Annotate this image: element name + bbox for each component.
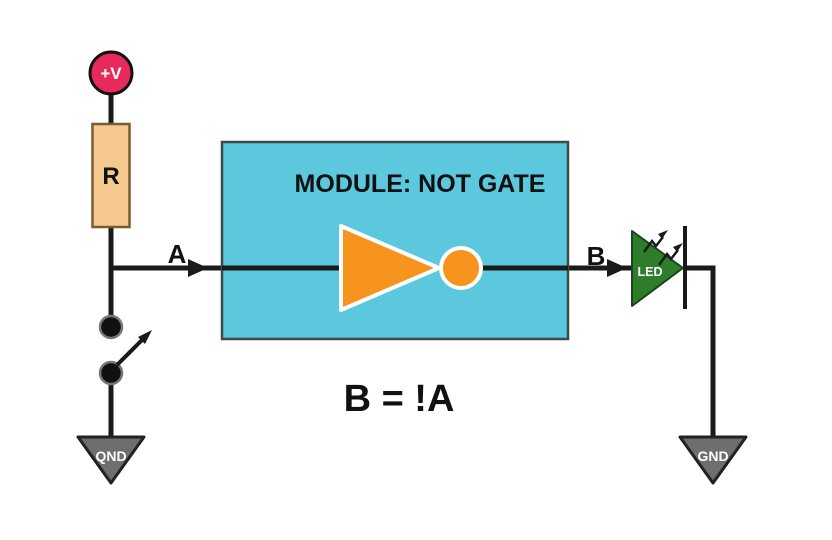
module-box	[220, 140, 570, 341]
wire-led-to-ground	[684, 265, 716, 437]
led: LED	[631, 226, 687, 309]
led-label: LED	[638, 265, 663, 279]
module-title: MODULE: NOT GATE	[295, 170, 546, 198]
ground-right: GND	[678, 435, 748, 485]
power-label: +V	[100, 64, 122, 83]
resistor: R	[91, 122, 131, 229]
resistor-body	[91, 122, 131, 229]
switch-lever-arrowhead-icon	[138, 330, 152, 344]
ground-left-label: QND	[95, 448, 126, 464]
input-arrowhead-icon	[188, 259, 208, 277]
switch-lever	[115, 336, 146, 367]
power-circle	[88, 50, 134, 96]
signal-b-label: B	[587, 241, 606, 271]
led-light-arrow-2-icon	[657, 249, 679, 266]
led-light-arrowhead-1-icon	[658, 230, 668, 239]
resistor-label: R	[102, 163, 119, 190]
led-light-arrow-1-icon	[642, 236, 664, 253]
switch-contact-top	[98, 314, 124, 340]
power-source: +V	[88, 50, 134, 96]
ground-left-triangle	[76, 435, 146, 485]
switch	[98, 314, 152, 386]
led-light-arrowhead-2-icon	[673, 243, 683, 252]
output-arrowhead-icon	[607, 259, 627, 277]
not-gate-triangle	[339, 224, 441, 312]
ground-right-triangle	[678, 435, 748, 485]
switch-contact-bottom	[98, 360, 124, 386]
signal-a-label: A	[168, 239, 187, 269]
not-gate-module: MODULE: NOT GATE	[220, 140, 570, 341]
not-gate-inversion-bubble	[439, 246, 483, 290]
ground-left: QND	[76, 435, 146, 485]
equation-text: B = !A	[344, 378, 455, 420]
ground-right-label: GND	[697, 448, 728, 464]
